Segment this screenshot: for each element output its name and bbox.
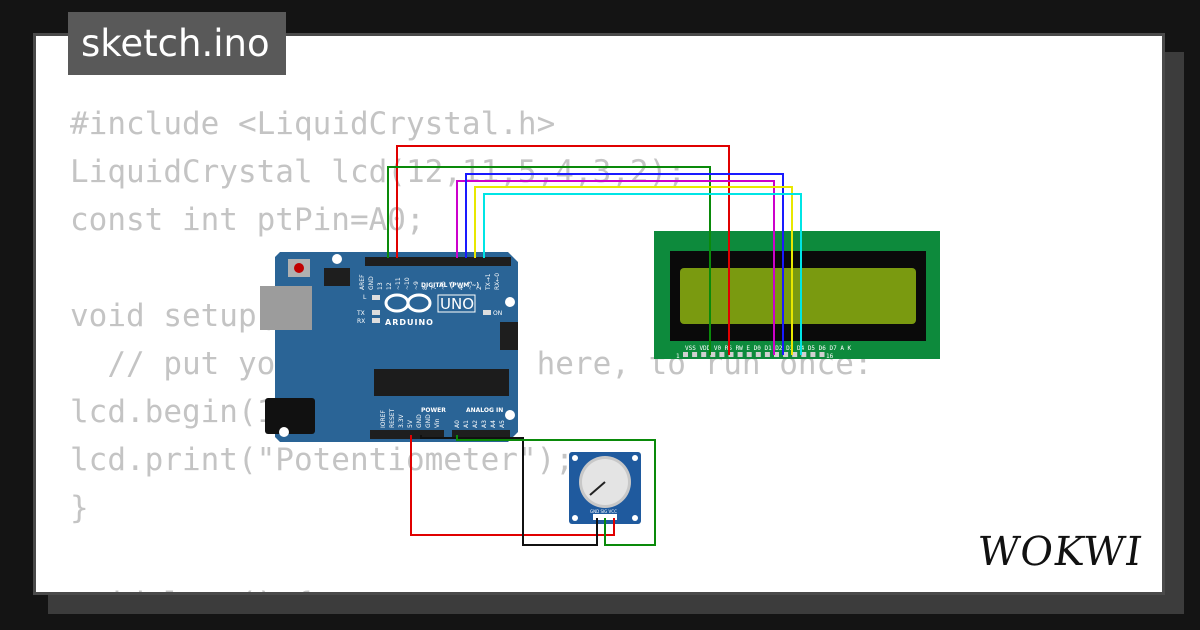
pin-label: A3: [481, 420, 488, 428]
pin-label: Vin: [434, 418, 441, 428]
pin-label: GND: [416, 414, 423, 428]
potentiometer[interactable]: GND SIG VCC: [569, 452, 641, 524]
lcd-pin: [755, 352, 761, 357]
lcd-display[interactable]: 1 VSS VDD V0 RS RW E D0 D1 D2 D3 D4 D5 D…: [654, 231, 940, 360]
pin-label: 2: [476, 286, 483, 290]
led-rx-label: RX: [357, 318, 365, 325]
pin-label: 3.3V: [398, 413, 405, 428]
wires: [387, 145, 802, 546]
wire-green-e: [387, 166, 711, 355]
wire-black-gnd: [420, 435, 598, 546]
power-header-label: POWER: [421, 407, 446, 414]
lcd-pin: [719, 352, 725, 357]
pin-label: ~11: [395, 277, 402, 290]
power-header: [370, 430, 444, 439]
wire-magenta-d4: [456, 180, 775, 355]
pin-label: IOREF: [380, 410, 387, 428]
pin-label: ~9: [413, 281, 420, 290]
lcd-pin: [819, 352, 825, 357]
code-line: LiquidCrystal lcd(12,11,5,4,3,2);: [70, 154, 686, 190]
pin-label: ~5: [449, 281, 456, 290]
microcontroller-chip: [374, 369, 509, 396]
wire-yellow-d6: [474, 186, 793, 355]
pin-label: GND: [368, 276, 375, 290]
pin-label: 7: [431, 286, 438, 290]
pin-label: 8: [422, 286, 429, 290]
pin-label: RX←0: [494, 273, 501, 290]
wire-green-a0: [456, 435, 656, 546]
pin-label: A0: [454, 420, 461, 428]
code-line: #include <LiquidCrystal.h>: [70, 106, 556, 142]
led-l-label: L: [363, 294, 367, 301]
lcd-pin-last: 16: [826, 353, 834, 360]
pin-label: A2: [472, 420, 479, 428]
pin-label: GND: [425, 414, 432, 428]
pin-label: RESET: [389, 408, 396, 428]
usb-port: [260, 286, 312, 330]
lcd-pin: [792, 352, 798, 357]
pin-label: A4: [490, 420, 497, 428]
pin-label: TX→1: [485, 273, 492, 291]
lcd-pin-header: [683, 352, 825, 357]
lcd-pin-first: 1: [676, 353, 680, 360]
code-line: void loop() {: [70, 580, 873, 592]
pin-label: 13: [377, 282, 384, 290]
lcd-pin: [737, 352, 743, 357]
board-model: UNO: [440, 295, 474, 313]
lcd-pin: [810, 352, 816, 357]
lcd-pin: [710, 352, 716, 357]
arduino-uno-board[interactable]: L TX RX ON UNO ARDUINO DIGITAL (PWM ~) P…: [260, 252, 518, 442]
power-jack: [265, 398, 315, 434]
led-tx-label: TX: [356, 310, 365, 317]
pin-label: A5: [499, 420, 506, 428]
digital-header-right: [433, 257, 511, 266]
pin-label: 5V: [407, 419, 414, 428]
code-line: const int ptPin=A0;: [70, 202, 425, 238]
lcd-pin: [764, 352, 770, 357]
digital-header-left: [365, 257, 440, 266]
pin-label: ~3: [467, 281, 474, 290]
wire-cyan-d7: [483, 193, 802, 355]
arduino-logo-icon: [384, 293, 432, 313]
lcd-pin: [746, 352, 752, 357]
code-line: }: [70, 490, 89, 526]
led-on-label: ON: [493, 310, 502, 317]
lcd-pin: [801, 352, 807, 357]
page-title: sketch.ino: [68, 12, 286, 75]
code-line: lcd.print("Potentiometer");: [70, 442, 574, 478]
analog-header-label: ANALOG IN: [466, 407, 503, 414]
wire-blue-d5: [465, 173, 784, 355]
board-brand: ARDUINO: [385, 318, 434, 327]
pin-label: ~10: [404, 277, 411, 290]
pot-pin-labels: GND SIG VCC: [590, 509, 617, 514]
wire-red-rs: [396, 145, 730, 355]
pin-label: 12: [386, 282, 393, 290]
pin-label: A1: [463, 420, 470, 428]
pin-label: 4: [458, 286, 465, 290]
wire-red-5v: [410, 435, 615, 536]
wokwi-logo: WOKWI: [974, 529, 1146, 575]
lcd-pin: [701, 352, 707, 357]
lcd-pin: [692, 352, 698, 357]
pin-label: AREF: [359, 274, 366, 290]
lcd-pin: [774, 352, 779, 357]
digital-header-label: DIGITAL (PWM ~): [421, 282, 479, 289]
lcd-pin: [783, 352, 789, 357]
pin-label: ~6: [440, 281, 447, 290]
lcd-pin: [728, 352, 734, 357]
lcd-pin-labels: VSS VDD V0 RS RW E D0 D1 D2 D3 D4 D5 D6 …: [685, 345, 852, 352]
sketch-card: #include <LiquidCrystal.h> LiquidCrystal …: [33, 33, 1165, 595]
lcd-pin: [683, 352, 688, 357]
analog-header: [452, 430, 510, 439]
